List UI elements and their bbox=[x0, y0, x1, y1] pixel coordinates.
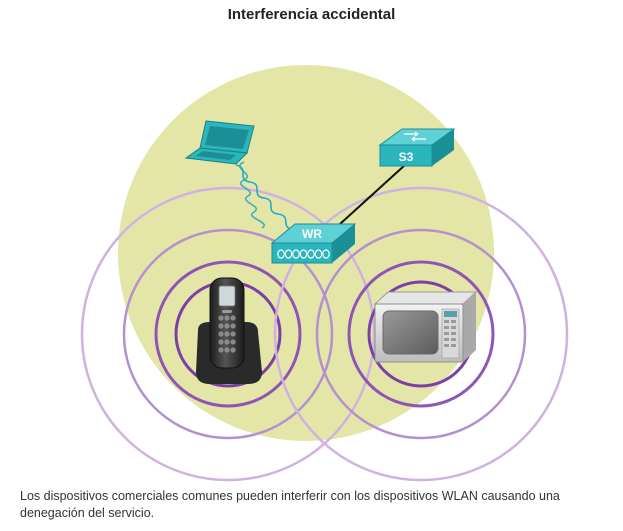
phone-interference-rings bbox=[80, 186, 376, 482]
switch-icon: S3 bbox=[378, 128, 456, 167]
diagram-caption: Los dispositivos comerciales comunes pue… bbox=[20, 489, 560, 520]
router-label: WR bbox=[302, 227, 322, 241]
wireless-router-icon: WR bbox=[270, 223, 357, 264]
cordless-phone-icon bbox=[196, 277, 262, 384]
laptop-icon bbox=[184, 120, 255, 165]
wired-link bbox=[339, 164, 406, 225]
microwave-icon bbox=[373, 291, 478, 363]
switch-label: S3 bbox=[399, 150, 414, 164]
wireless-link bbox=[235, 161, 293, 231]
diagram-title: Interferencia accidental bbox=[227, 6, 396, 23]
